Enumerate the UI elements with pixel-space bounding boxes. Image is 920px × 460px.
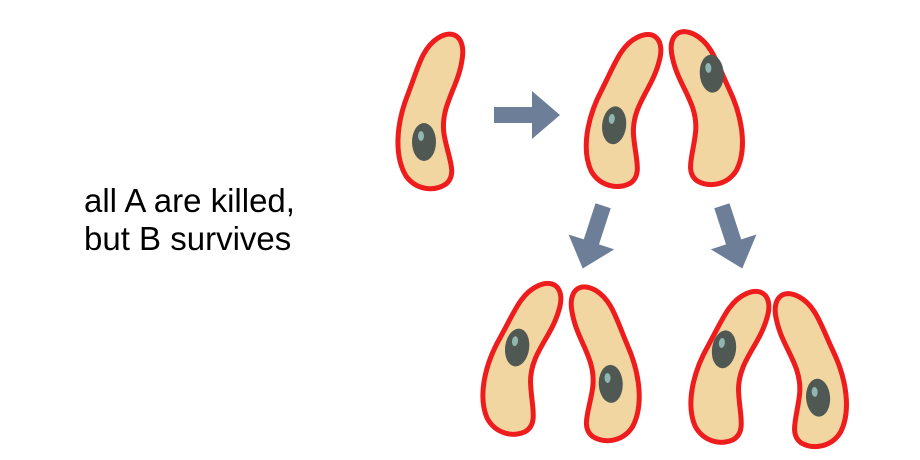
granddaughter-cell-4 — [774, 290, 849, 449]
arrow-icon — [494, 91, 560, 139]
daughter-cell-1 — [582, 29, 663, 189]
granddaughter-cell-1 — [477, 276, 563, 438]
arrow-icon — [568, 203, 615, 269]
nucleus — [412, 123, 436, 161]
granddaughter-cell-2 — [571, 285, 641, 442]
caption-line-2: but B survives — [84, 220, 292, 257]
daughter-cell-2 — [670, 28, 745, 187]
caption: all A are killed, but B survives — [84, 182, 295, 258]
granddaughter-cell-3 — [685, 284, 771, 446]
nucleus — [711, 330, 737, 369]
nucleus — [504, 328, 530, 367]
nucleus — [598, 364, 623, 403]
arrow-icon — [710, 203, 757, 269]
nucleus — [699, 54, 724, 93]
nucleus — [602, 106, 627, 145]
caption-line-1: all A are killed, — [84, 182, 295, 219]
nucleus — [806, 378, 831, 417]
parent-cell — [398, 34, 463, 189]
